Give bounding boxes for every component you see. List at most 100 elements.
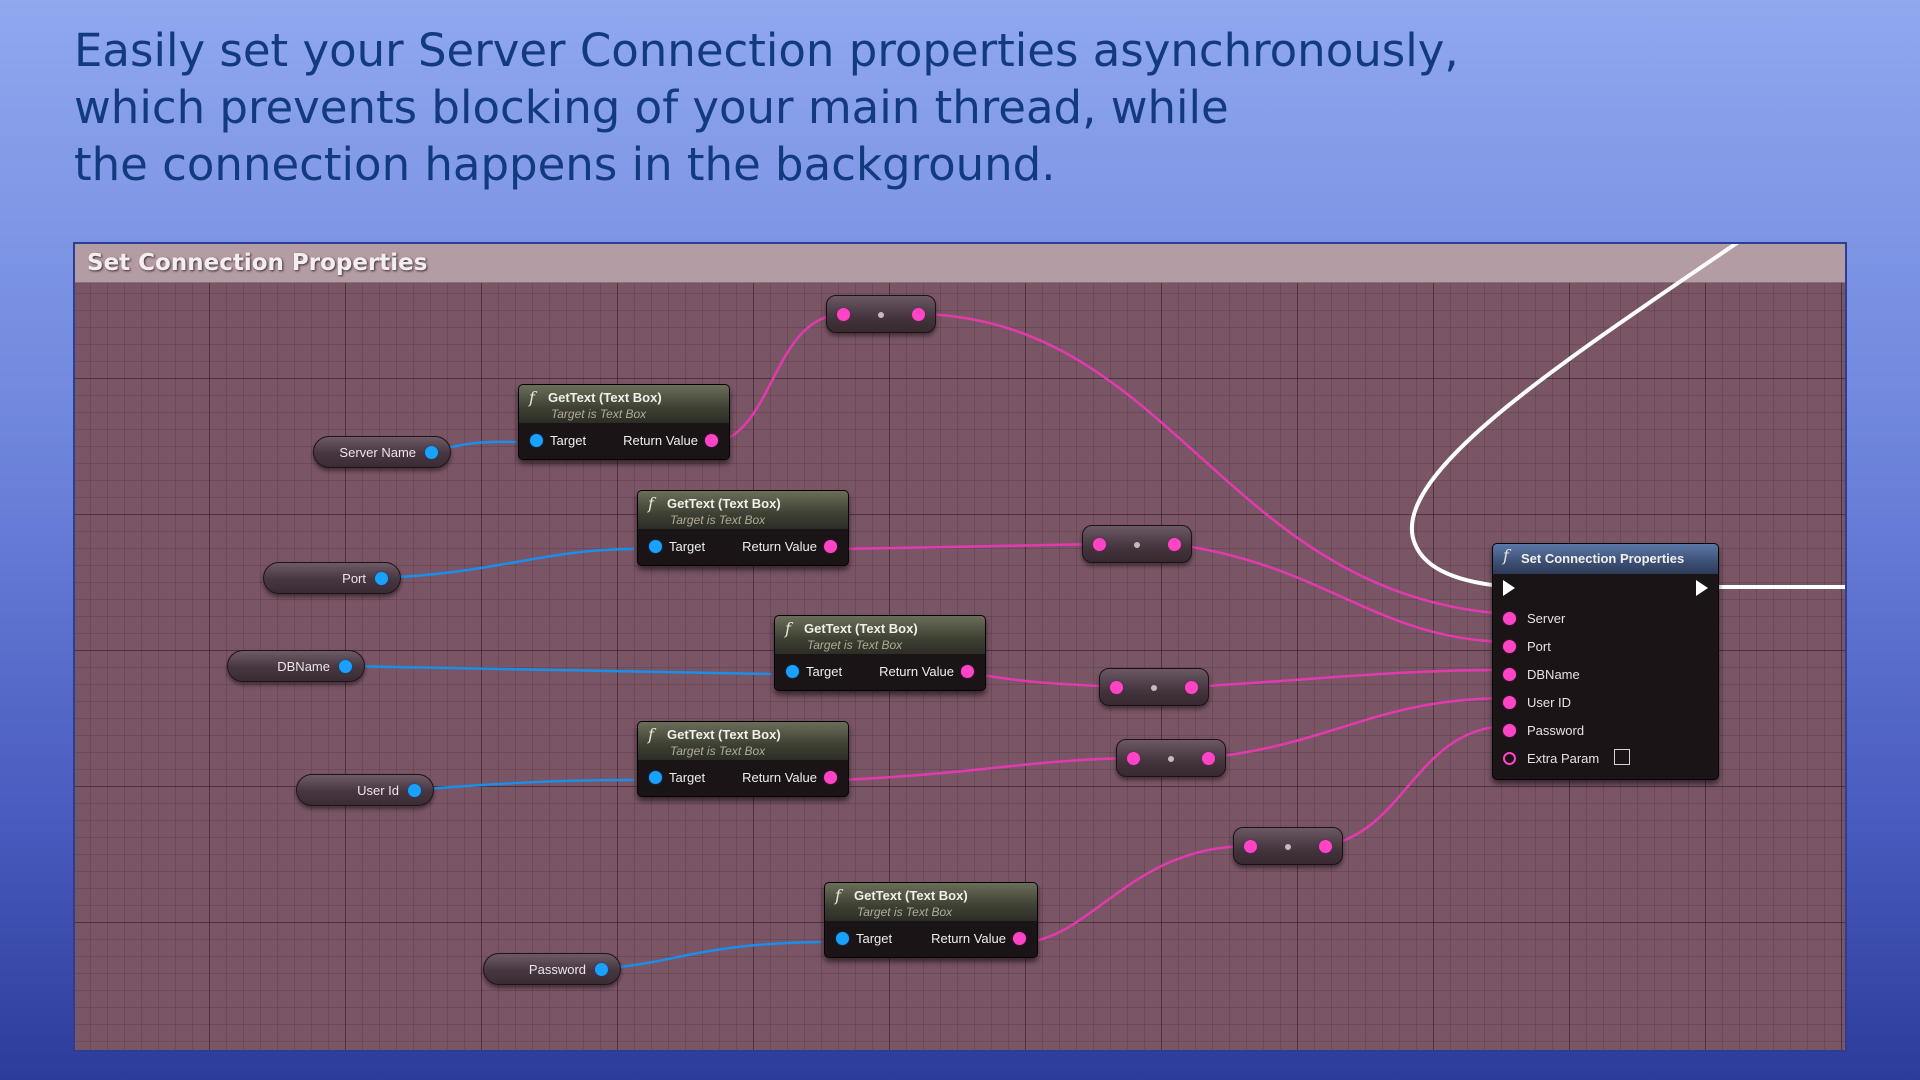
object-pin-icon[interactable]: [425, 446, 438, 459]
node-subtitle: Target is Text Box: [807, 638, 903, 652]
gettext-node-server[interactable]: f GetText (Text Box) Target is Text Box …: [518, 384, 730, 460]
node-body: Target Return Value: [519, 423, 729, 459]
output-pin-icon[interactable]: [1185, 681, 1198, 694]
wire-port-target: [376, 547, 635, 580]
wire-gettext3-reroute3: [974, 672, 1121, 689]
string-pin-icon[interactable]: [1503, 612, 1516, 625]
wire-reroute5-password: [1321, 724, 1508, 848]
input-pin-icon[interactable]: [1093, 538, 1106, 551]
node-body: Target Return Value: [825, 921, 1037, 957]
node-header: f GetText (Text Box) Target is Text Box: [638, 491, 848, 529]
input-pin-icon[interactable]: [1244, 840, 1257, 853]
node-header: f GetText (Text Box) Target is Text Box: [775, 616, 985, 654]
reroute-node-server[interactable]: [826, 295, 936, 333]
node-subtitle: Target is Text Box: [670, 513, 766, 527]
node-header: f GetText (Text Box) Target is Text Box: [638, 722, 848, 760]
target-pin-icon[interactable]: [530, 434, 543, 447]
string-pin-icon[interactable]: [1503, 724, 1516, 737]
node-header: f Set Connection Properties: [1493, 544, 1718, 574]
output-pin-icon[interactable]: [1168, 538, 1181, 551]
target-label: Target: [669, 539, 706, 554]
target-label: Target: [669, 770, 706, 785]
wires-layer: [339, 244, 1845, 971]
variable-label: DBName: [277, 659, 330, 674]
variable-password[interactable]: Password: [483, 953, 621, 985]
return-label: Return Value: [931, 931, 1006, 946]
gettext-node-port[interactable]: f GetText (Text Box) Target is Text Box …: [637, 490, 849, 566]
function-icon: f: [529, 388, 535, 407]
input-label: User ID: [1527, 695, 1572, 710]
target-pin-icon[interactable]: [649, 540, 662, 553]
blueprint-graph[interactable]: Set Connection Properties Ser: [73, 242, 1847, 1052]
object-pin-icon[interactable]: [408, 784, 421, 797]
headline: Easily set your Server Connection proper…: [74, 22, 1574, 193]
gettext-node-userid[interactable]: f GetText (Text Box) Target is Text Box …: [637, 721, 849, 797]
return-pin-icon[interactable]: [1013, 932, 1026, 945]
input-label: Server: [1527, 611, 1566, 626]
wire-reroute4-userid: [1204, 696, 1508, 760]
variable-label: User Id: [357, 783, 399, 798]
input-label: Password: [1527, 723, 1585, 738]
output-pin-icon[interactable]: [1319, 840, 1332, 853]
target-pin-icon[interactable]: [649, 771, 662, 784]
object-pin-icon[interactable]: [595, 963, 608, 976]
function-icon: f: [835, 886, 841, 905]
function-icon: f: [648, 725, 654, 744]
node-subtitle: Target is Text Box: [670, 744, 766, 758]
return-pin-icon[interactable]: [824, 540, 837, 553]
return-pin-icon[interactable]: [705, 434, 718, 447]
output-pin-icon[interactable]: [912, 308, 925, 321]
object-pin-icon[interactable]: [339, 660, 352, 673]
variable-user-id[interactable]: User Id: [296, 774, 434, 806]
input-row-port: Port: [1493, 635, 1718, 659]
headline-line-1: Easily set your Server Connection proper…: [74, 24, 1459, 77]
wire-reroute1-server: [923, 312, 1508, 616]
node-title: GetText (Text Box): [854, 888, 968, 903]
target-pin-icon[interactable]: [836, 932, 849, 945]
reroute-node-userid[interactable]: [1116, 739, 1226, 777]
variable-port[interactable]: Port: [263, 562, 401, 594]
node-body: Target Return Value: [638, 760, 848, 796]
target-label: Target: [550, 433, 587, 448]
extra-param-checkbox[interactable]: [1614, 749, 1630, 765]
input-pin-icon[interactable]: [1110, 681, 1123, 694]
gettext-node-dbname[interactable]: f GetText (Text Box) Target is Text Box …: [774, 615, 986, 691]
input-row-user-id: User ID: [1493, 691, 1718, 715]
exec-out-pin-icon[interactable]: [1696, 580, 1708, 596]
reroute-node-port[interactable]: [1082, 525, 1192, 563]
node-header: f GetText (Text Box) Target is Text Box: [519, 385, 729, 423]
return-label: Return Value: [879, 664, 954, 679]
variable-label: Password: [528, 962, 586, 977]
node-body: Target Return Value: [638, 529, 848, 565]
reroute-dot-icon: [1151, 685, 1157, 691]
wire-gettext2-reroute2: [838, 542, 1104, 551]
input-label: Extra Param: [1527, 751, 1600, 766]
output-pin-icon[interactable]: [1202, 752, 1215, 765]
string-pin-icon[interactable]: [1503, 668, 1516, 681]
gettext-node-password[interactable]: f GetText (Text Box) Target is Text Box …: [824, 882, 1038, 958]
return-pin-icon[interactable]: [961, 665, 974, 678]
function-icon: f: [1503, 546, 1509, 565]
input-pin-icon[interactable]: [837, 308, 850, 321]
reroute-node-password[interactable]: [1233, 827, 1343, 865]
reroute-node-dbname[interactable]: [1099, 668, 1209, 706]
node-body: Target Return Value: [775, 654, 985, 690]
reroute-dot-icon: [1134, 542, 1140, 548]
return-pin-icon[interactable]: [824, 771, 837, 784]
target-pin-icon[interactable]: [786, 665, 799, 678]
node-header: f GetText (Text Box) Target is Text Box: [825, 883, 1037, 921]
string-pin-unconnected-icon[interactable]: [1503, 752, 1516, 765]
node-subtitle: Target is Text Box: [551, 407, 647, 421]
string-pin-icon[interactable]: [1503, 696, 1516, 709]
input-row-password: Password: [1493, 719, 1718, 743]
wire-gettext4-reroute4: [838, 756, 1138, 782]
variable-dbname[interactable]: DBName: [227, 650, 365, 682]
input-pin-icon[interactable]: [1127, 752, 1140, 765]
set-connection-properties-node[interactable]: f Set Connection Properties Server Port …: [1492, 543, 1719, 780]
exec-in-pin-icon[interactable]: [1503, 580, 1515, 596]
string-pin-icon[interactable]: [1503, 640, 1516, 653]
variable-server-name[interactable]: Server Name: [313, 436, 451, 468]
node-title: GetText (Text Box): [804, 621, 918, 636]
reroute-dot-icon: [1168, 756, 1174, 762]
object-pin-icon[interactable]: [375, 572, 388, 585]
